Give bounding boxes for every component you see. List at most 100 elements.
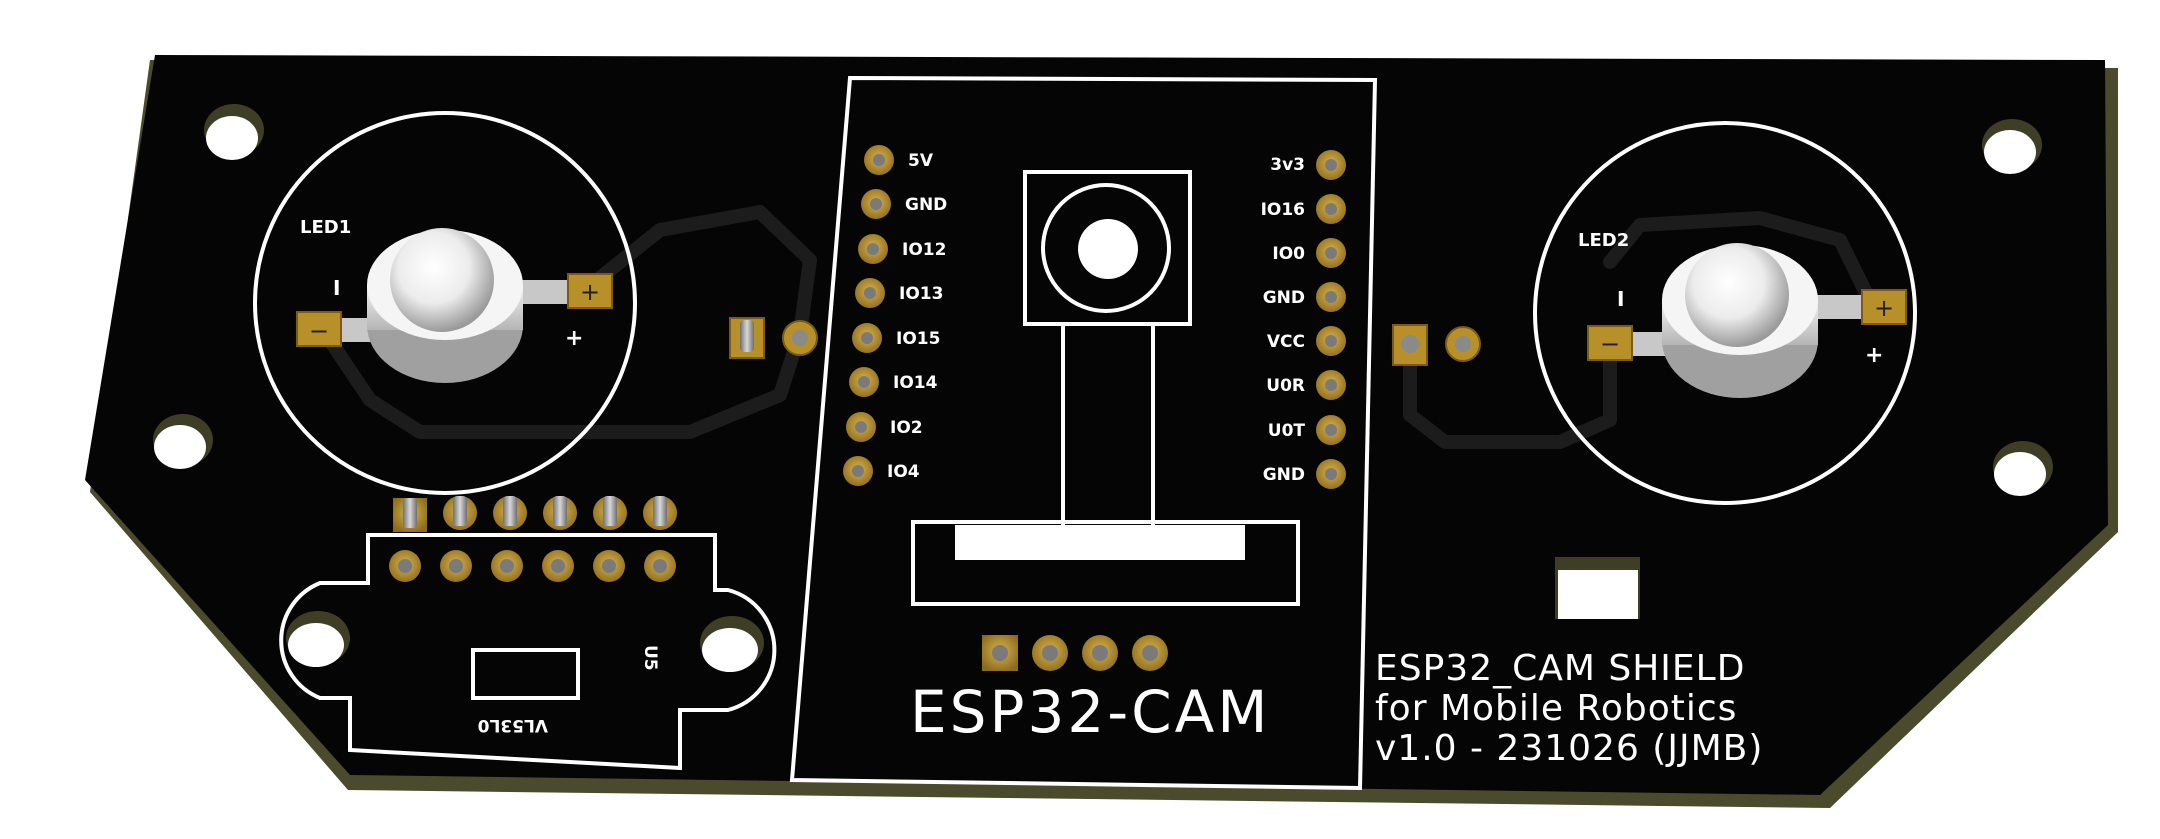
left-pin-hole [861, 332, 873, 344]
left-pin-hole [852, 465, 864, 477]
right-pin-hole [1325, 247, 1337, 259]
led2-dome [1685, 243, 1789, 347]
hole [1994, 452, 2046, 496]
led2-pad-minus-mark: − [1600, 330, 1620, 358]
sensor-pin-row-bottom [389, 550, 676, 582]
sensor-hole-right-inner [702, 628, 758, 672]
sensor-outline [279, 533, 777, 771]
module-label: ESP32-CAM [910, 678, 1270, 746]
left-pin-label: 5V [908, 151, 934, 171]
trace-right-plus [1603, 211, 1879, 312]
sensor-pin [453, 496, 467, 526]
sensor-pin [553, 496, 567, 526]
vl53l0-footprint: VL53L0 U5 [279, 496, 777, 771]
sensor-hole [500, 559, 514, 573]
module-outline [789, 75, 1378, 791]
left-pin-hole [873, 154, 885, 166]
board-title-line1: ESP32_CAM SHIELD [1375, 648, 1745, 689]
sensor-ref: U5 [640, 645, 660, 671]
camera-connector-fill [955, 525, 1245, 560]
led2-plus-mark: + [1865, 343, 1883, 368]
left-pin-hole [870, 198, 882, 210]
sensor-label: VL53L0 [478, 715, 548, 735]
trace-group [318, 205, 1879, 449]
sensor-pin-row-top [393, 496, 677, 532]
bottom-pin-hole [1092, 645, 1108, 661]
led1-pad-minus-mark: − [309, 317, 329, 345]
led1-label: LED1 [300, 217, 351, 238]
left-pin-hole [858, 376, 870, 388]
sensor-hole [653, 559, 667, 573]
board-title-line2: for Mobile Robotics [1375, 688, 1737, 729]
led1-dome [390, 228, 494, 332]
esp32-cam-footprint: 5V GND IO12 IO13 IO15 IO14 IO2 IO4 [789, 75, 1378, 791]
led2-pad-plus-mark: + [1874, 294, 1894, 322]
sensor-hole-left-inner [288, 623, 344, 667]
right-pin-label: VCC [1267, 332, 1305, 352]
board-title: ESP32_CAM SHIELD for Mobile Robotics v1.… [1375, 648, 1763, 769]
right-2pin-connector [1392, 324, 1481, 366]
left-pin-label: IO12 [902, 240, 946, 260]
left-2pin-pin-1 [740, 320, 754, 352]
trace-left-minus [318, 326, 807, 439]
right-pin-hole [1325, 468, 1337, 480]
camera-lens-ring [1041, 183, 1171, 313]
right-pin-label: GND [1263, 465, 1305, 485]
led1-pad-plus-mark: + [580, 278, 600, 306]
led2-pad-minus [1587, 325, 1633, 361]
white-patch [1555, 557, 1640, 619]
white-patch-fill [1558, 570, 1638, 619]
trace-left-plus [578, 205, 817, 340]
hole [206, 116, 258, 160]
left-2pin-hole-2 [792, 330, 808, 346]
right-header: 3v3 IO16 IO0 GND VCC U0R U0T GND [1261, 150, 1346, 489]
camera-connector-outline [911, 520, 1300, 606]
led2-minus-mark: I [1617, 287, 1624, 311]
right-pin-label: IO0 [1272, 244, 1305, 264]
right-pin-hole [1325, 379, 1337, 391]
right-pin-label: 3v3 [1270, 155, 1305, 175]
sensor-hole [602, 559, 616, 573]
right-pin-label: IO16 [1261, 200, 1305, 220]
left-header: 5V GND IO12 IO13 IO15 IO14 IO2 IO4 [843, 145, 947, 486]
right-pin-hole [1325, 291, 1337, 303]
right-2pin-hole-1 [1401, 335, 1419, 353]
left-pin-label: IO13 [899, 284, 943, 304]
right-pin-label: U0R [1266, 376, 1305, 396]
trace-right-minus [1403, 335, 1617, 449]
sensor-pin [503, 496, 517, 526]
right-pin-hole [1325, 424, 1337, 436]
right-pin-label: GND [1263, 288, 1305, 308]
bottom-4pin-header [982, 635, 1168, 671]
hole [1984, 130, 2036, 174]
right-pin-hole [1325, 335, 1337, 347]
led1-outline [253, 111, 637, 495]
bottom-pin-hole [1042, 645, 1058, 661]
led1: LED1 I + − + [253, 111, 637, 495]
sensor-hole [551, 559, 565, 573]
right-2pin-hole-2 [1455, 336, 1471, 352]
left-pin-label: IO2 [890, 418, 923, 438]
sensor-pin [653, 496, 667, 526]
led2: LED2 I + − + [1533, 121, 1917, 505]
bottom-pin-hole [992, 645, 1008, 661]
sensor-pin [603, 496, 617, 526]
left-2pin-connector [729, 317, 818, 359]
left-pin-hole [867, 243, 879, 255]
right-pin-label: U0T [1268, 421, 1306, 441]
board-title-line3: v1.0 - 231026 (JJMB) [1375, 728, 1763, 769]
camera-lens [1078, 219, 1138, 279]
sensor-pin [403, 498, 417, 528]
led2-outline [1533, 121, 1917, 505]
led1-plus-mark: + [565, 326, 583, 351]
sensor-hole [398, 559, 412, 573]
led2-label: LED2 [1578, 230, 1629, 251]
led1-minus-mark: I [333, 276, 340, 300]
sensor-chip-outline [471, 648, 580, 700]
mounting-holes [153, 104, 2053, 496]
camera-footprint [911, 170, 1300, 606]
led1-pad-minus [296, 311, 342, 347]
left-pin-label: IO15 [896, 329, 940, 349]
left-pin-label: IO4 [887, 462, 920, 482]
